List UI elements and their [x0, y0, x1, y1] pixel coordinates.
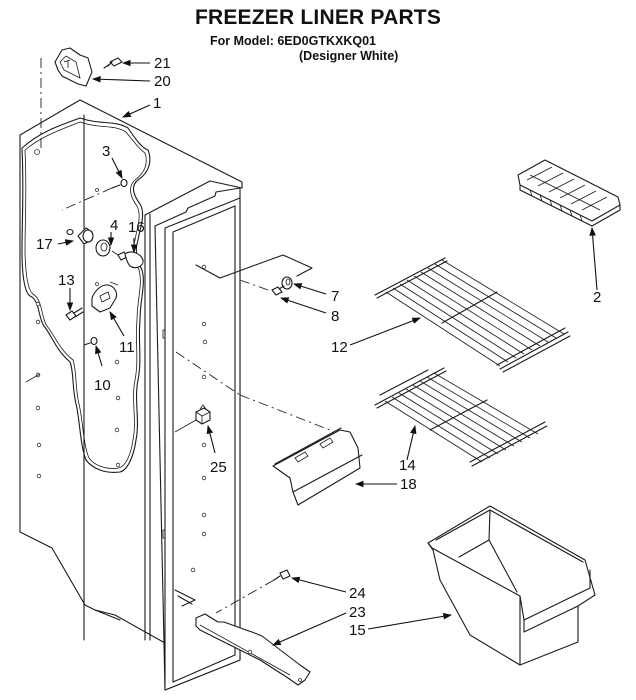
callout-11: 11 [119, 339, 135, 356]
callout-20: 20 [154, 73, 171, 90]
screw-21 [103, 57, 123, 69]
dash-guide [175, 351, 241, 396]
ice-cube-tray [517, 159, 621, 227]
callout-1: 1 [153, 95, 161, 112]
ice-bin [427, 505, 596, 666]
wire-shelf-upper [374, 257, 571, 373]
screw-8 [271, 285, 285, 296]
shelf-support-spacer [281, 276, 293, 290]
callout-13: 13 [58, 272, 75, 289]
bin-support-rail [195, 613, 311, 686]
dash-guide [111, 250, 119, 256]
callout-12: 12 [331, 339, 348, 356]
screw-24 [273, 569, 291, 581]
dash-guide [215, 579, 275, 614]
callout-8: 8 [331, 308, 339, 325]
light-bulb [117, 251, 144, 269]
dash-guide [239, 279, 269, 291]
callout-15: 15 [349, 622, 366, 639]
callout-24: 24 [349, 585, 366, 602]
shelf-bracket [272, 427, 363, 506]
callout-21: 21 [154, 55, 171, 72]
callout-17: 17 [36, 236, 53, 253]
screw-13 [65, 307, 84, 321]
leader-lines [57, 59, 598, 646]
light-socket-bracket [91, 284, 118, 313]
callout-18: 18 [400, 476, 417, 493]
color-label: (Designer White) [299, 49, 399, 63]
screw-3 [111, 178, 128, 189]
screw-10 [83, 336, 98, 346]
switch-wire [174, 419, 197, 433]
shelf-mount-outline [195, 254, 313, 279]
dash-guide [109, 281, 119, 286]
diagram-title: FREEZER LINER PARTS [194, 6, 442, 29]
callout-23: 23 [349, 604, 366, 621]
callout-10: 10 [94, 377, 111, 394]
model-label: For Model: 6ED0GTKXKQ01 [210, 34, 376, 48]
callout-14: 14 [399, 457, 416, 474]
dash-guide [61, 187, 113, 211]
callout-4: 4 [110, 217, 118, 234]
freezer-liner [19, 99, 243, 691]
callout-7: 7 [331, 288, 339, 305]
callout-3: 3 [102, 143, 110, 160]
callout-25: 25 [210, 459, 227, 476]
dash-guide [239, 394, 331, 431]
thermostat-housing [54, 47, 93, 87]
callout-labels: 21 20 1 3 4 16 17 13 11 10 25 7 8 12 2 1… [36, 55, 601, 639]
light-socket-retainer [95, 239, 111, 257]
light-socket [66, 227, 94, 245]
callout-2: 2 [593, 289, 601, 306]
callout-16: 16 [128, 219, 145, 236]
wire-shelf-lower [374, 367, 548, 467]
